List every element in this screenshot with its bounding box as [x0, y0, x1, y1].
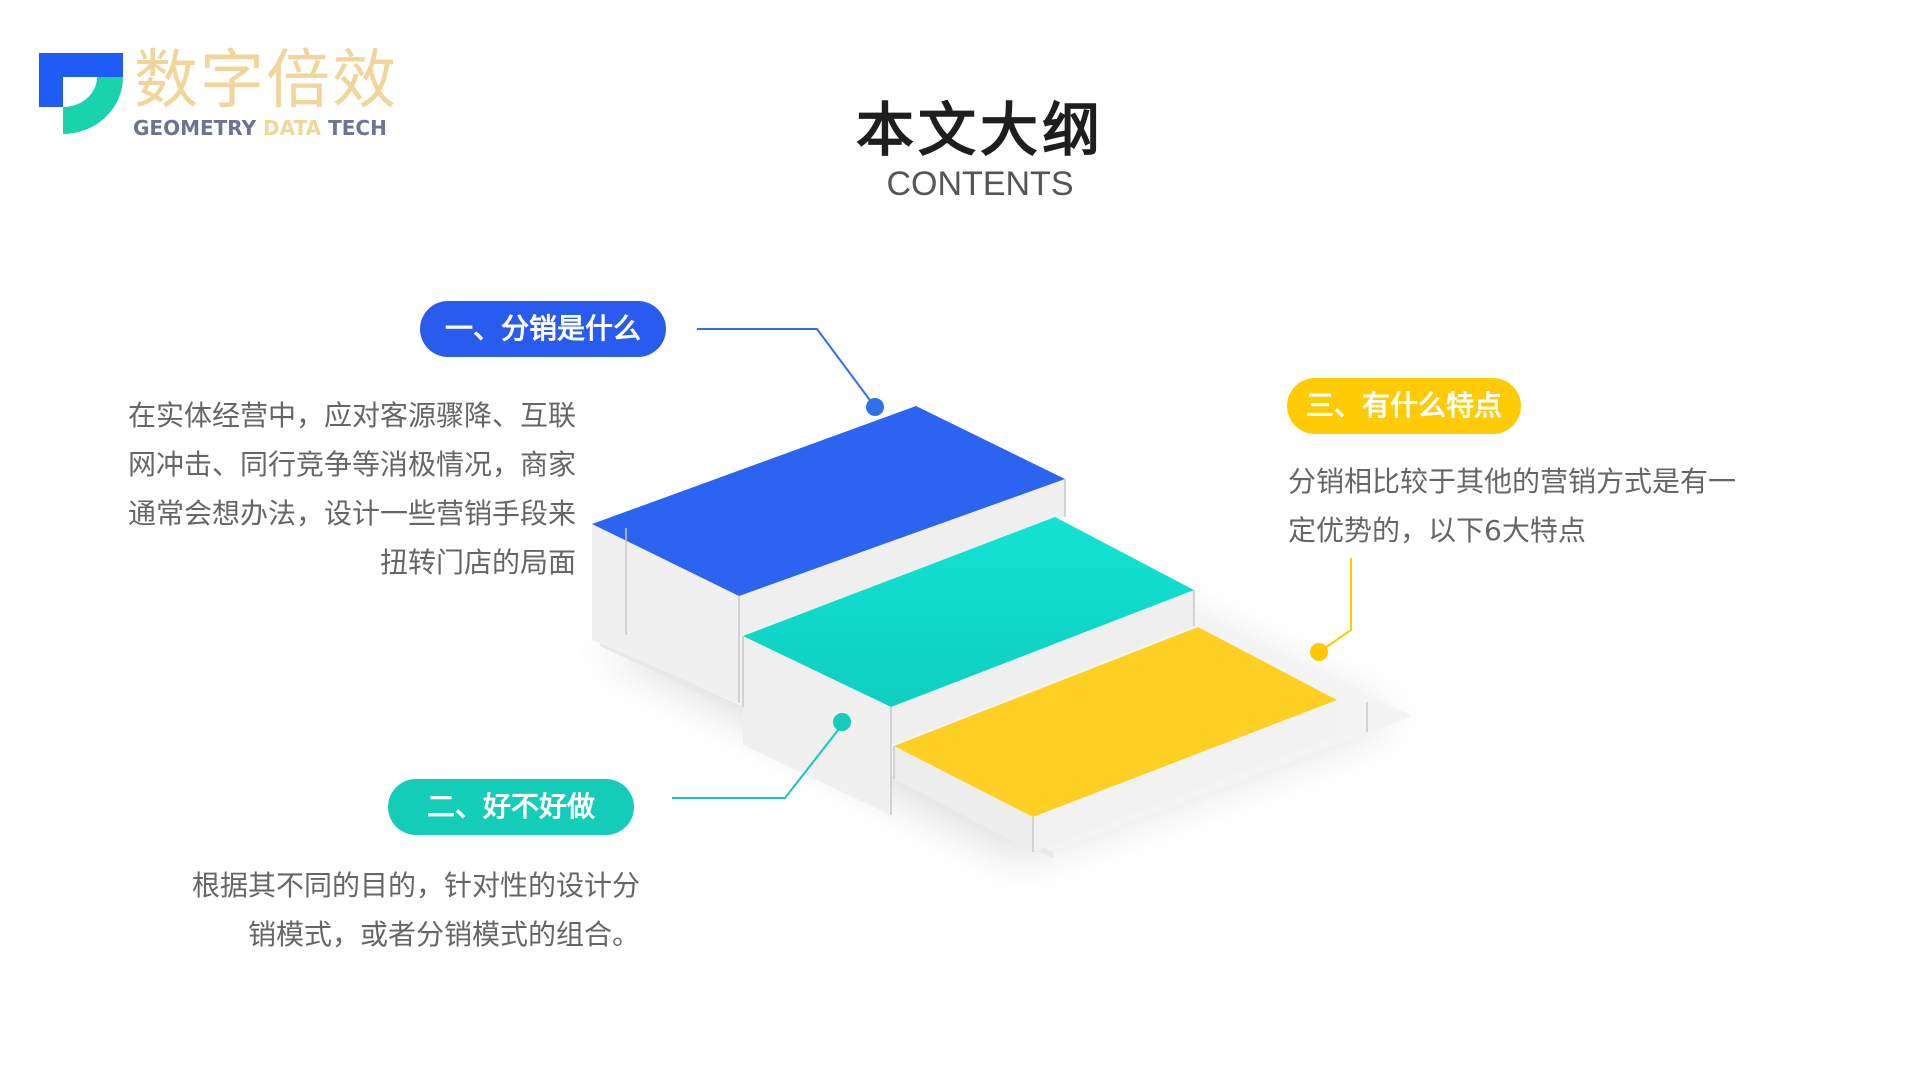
section-1-line: 在实体经营中，应对客源骤降、互联	[127, 399, 576, 432]
section-1-line: 网冲击、同行竞争等消极情况，商家	[127, 448, 576, 481]
logo-en-data: DATA	[263, 116, 322, 140]
connector-dot-3	[1310, 643, 1328, 661]
section-3-description: 分销相比较于其他的营销方式是有一 定优势的，以下6大特点	[1288, 457, 1828, 555]
section-1-line: 通常会想办法，设计一些营销手段来	[127, 497, 576, 530]
logo-chinese-name: 数字倍效	[134, 44, 398, 118]
step-3-top	[894, 627, 1337, 817]
connector-dot-1	[866, 398, 884, 416]
connector-line-2	[672, 724, 843, 799]
section-2-line: 销模式，或者分销模式的组合。	[247, 918, 640, 951]
logo	[39, 53, 123, 134]
connector-line-1	[697, 328, 876, 408]
page-title: 本文大纲	[855, 96, 1104, 164]
logo-mark-icon	[39, 53, 123, 134]
logo-en-tech: TECH	[321, 116, 387, 140]
section-3-line: 分销相比较于其他的营销方式是有一	[1288, 465, 1737, 498]
section-3-line: 定优势的，以下6大特点	[1288, 514, 1586, 547]
section-2-description: 根据其不同的目的，针对性的设计分 销模式，或者分销模式的组合。	[100, 861, 640, 959]
section-2-line: 根据其不同的目的，针对性的设计分	[191, 869, 640, 902]
section-1-line: 扭转门店的局面	[379, 546, 576, 579]
page-subtitle: CONTENTS	[886, 165, 1074, 203]
step-2-top	[743, 517, 1194, 707]
section-3-label: 三、有什么特点	[1287, 378, 1521, 434]
logo-en-geometry: GEOMETRY	[133, 116, 264, 140]
step-1-top	[592, 406, 1065, 596]
connector-line-3	[1318, 558, 1352, 653]
logo-english-name: GEOMETRY DATA TECH	[133, 116, 387, 140]
connector-dot-2	[833, 713, 851, 731]
section-1-description: 在实体经营中，应对客源骤降、互联 网冲击、同行竞争等消极情况，商家 通常会想办法…	[60, 391, 576, 587]
section-2-label: 二、好不好做	[388, 779, 634, 835]
section-1-label: 一、分销是什么	[420, 301, 666, 357]
